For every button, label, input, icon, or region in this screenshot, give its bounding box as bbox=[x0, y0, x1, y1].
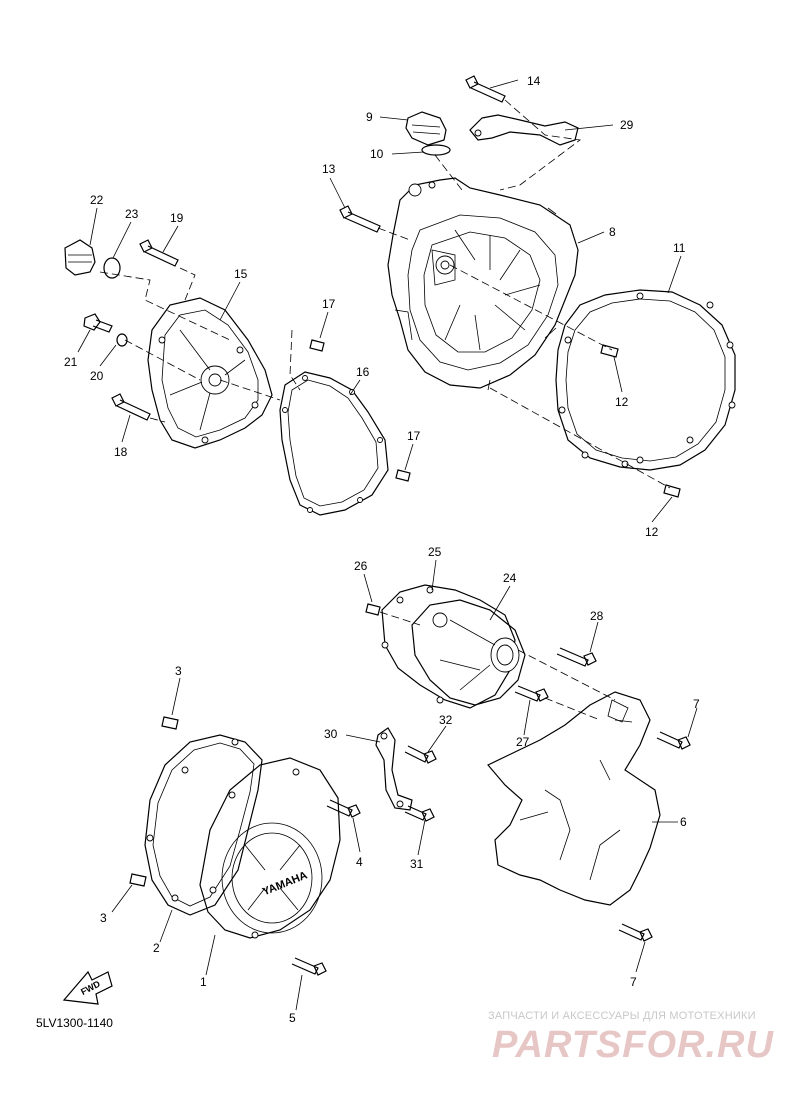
label-part-13: 13 bbox=[322, 162, 336, 176]
clutch-cover-part-8 bbox=[387, 177, 579, 391]
label-part-19: 19 bbox=[170, 211, 184, 225]
o-ring-part-10 bbox=[421, 144, 451, 156]
label-part-17-upper: 17 bbox=[322, 297, 336, 311]
label-part-25: 25 bbox=[428, 545, 442, 559]
assembly-dashed-lines bbox=[99, 99, 671, 721]
bracket-part-30 bbox=[375, 727, 413, 811]
label-part-14: 14 bbox=[527, 74, 541, 88]
label-part-17-lower: 17 bbox=[407, 429, 421, 443]
bolt-part-27 bbox=[514, 685, 549, 702]
leader-lines bbox=[77, 79, 698, 1011]
dowel-pin-12-lower bbox=[663, 484, 681, 498]
label-part-16: 16 bbox=[356, 365, 370, 379]
label-part-26: 26 bbox=[354, 559, 368, 573]
label-part-6: 6 bbox=[680, 815, 687, 829]
label-part-5: 5 bbox=[289, 1011, 296, 1025]
bolt-part-32 bbox=[404, 745, 437, 764]
part-number-labels: 14 9 29 10 13 8 22 23 19 15 11 17 21 20 … bbox=[64, 74, 700, 1025]
dowel-pin-17-upper bbox=[309, 339, 325, 352]
bracket-part-29 bbox=[469, 114, 579, 146]
diagram-code: 5LV1300-1140 bbox=[36, 1016, 113, 1030]
label-part-27: 27 bbox=[516, 735, 530, 749]
bolt-part-31 bbox=[404, 805, 435, 822]
oil-filler-plug-part-9 bbox=[405, 111, 447, 146]
bolt-part-7-upper bbox=[656, 731, 691, 750]
bolt-part-28 bbox=[556, 647, 597, 667]
cover-part-15 bbox=[147, 297, 273, 449]
label-part-30: 30 bbox=[324, 727, 338, 741]
label-part-7-lower: 7 bbox=[630, 975, 637, 989]
gasket-part-16 bbox=[279, 371, 389, 516]
label-part-2: 2 bbox=[153, 941, 160, 955]
watermark-subtitle: ЗАПЧАСТИ И АКСЕССУАРЫ ДЛЯ МОТОТЕХНИКИ bbox=[488, 1010, 756, 1022]
bolt-part-5 bbox=[291, 957, 327, 976]
label-part-12-upper: 12 bbox=[615, 395, 629, 409]
gasket-part-2 bbox=[144, 734, 263, 916]
bolt-part-18 bbox=[111, 393, 151, 421]
bolt-part-14 bbox=[465, 75, 506, 103]
bolt-part-4 bbox=[326, 799, 361, 818]
label-part-18: 18 bbox=[114, 445, 128, 459]
label-part-4: 4 bbox=[356, 855, 363, 869]
clutch-gasket-part-11 bbox=[555, 289, 736, 471]
o-ring-part-23 bbox=[103, 257, 121, 279]
bolt-part-7-lower bbox=[618, 923, 653, 942]
label-part-21: 21 bbox=[64, 355, 78, 369]
plug-part-22 bbox=[64, 239, 96, 276]
label-part-8: 8 bbox=[609, 225, 616, 239]
bolt-part-21 bbox=[83, 313, 113, 333]
label-part-15: 15 bbox=[234, 267, 248, 281]
label-part-3-upper: 3 bbox=[175, 664, 182, 678]
label-part-28: 28 bbox=[590, 609, 604, 623]
dowel-pin-12-upper bbox=[600, 344, 619, 358]
label-part-12-lower: 12 bbox=[645, 525, 659, 539]
label-part-1: 1 bbox=[200, 975, 207, 989]
fwd-arrow-text: FWD bbox=[79, 978, 102, 997]
dowel-pin-3-upper bbox=[161, 716, 179, 730]
label-part-9: 9 bbox=[366, 110, 373, 124]
label-part-31: 31 bbox=[410, 857, 424, 871]
bolt-part-19 bbox=[139, 239, 179, 267]
label-part-7-upper: 7 bbox=[693, 697, 700, 711]
generator-cover-part-1: YAMAHA bbox=[199, 757, 341, 939]
washer-part-20 bbox=[116, 333, 128, 347]
label-part-24: 24 bbox=[503, 571, 517, 585]
dowel-pin-17-lower bbox=[395, 469, 411, 482]
label-part-32: 32 bbox=[439, 713, 453, 727]
dowel-pin-26 bbox=[365, 603, 381, 616]
watermark-site: PARTSFOR.RU bbox=[492, 1024, 774, 1066]
chain-cover-part-6 bbox=[487, 691, 661, 906]
label-part-20: 20 bbox=[90, 369, 104, 383]
label-part-3-lower: 3 bbox=[100, 911, 107, 925]
label-part-10: 10 bbox=[370, 147, 384, 161]
dowel-pin-3-lower bbox=[129, 873, 147, 887]
label-part-11: 11 bbox=[673, 241, 686, 255]
label-part-22: 22 bbox=[90, 193, 104, 207]
bolt-part-13 bbox=[339, 205, 381, 233]
label-part-29: 29 bbox=[620, 118, 634, 132]
cover-part-24 bbox=[411, 599, 526, 706]
label-part-23: 23 bbox=[125, 207, 139, 221]
fwd-arrow-icon: FWD bbox=[62, 970, 113, 1005]
